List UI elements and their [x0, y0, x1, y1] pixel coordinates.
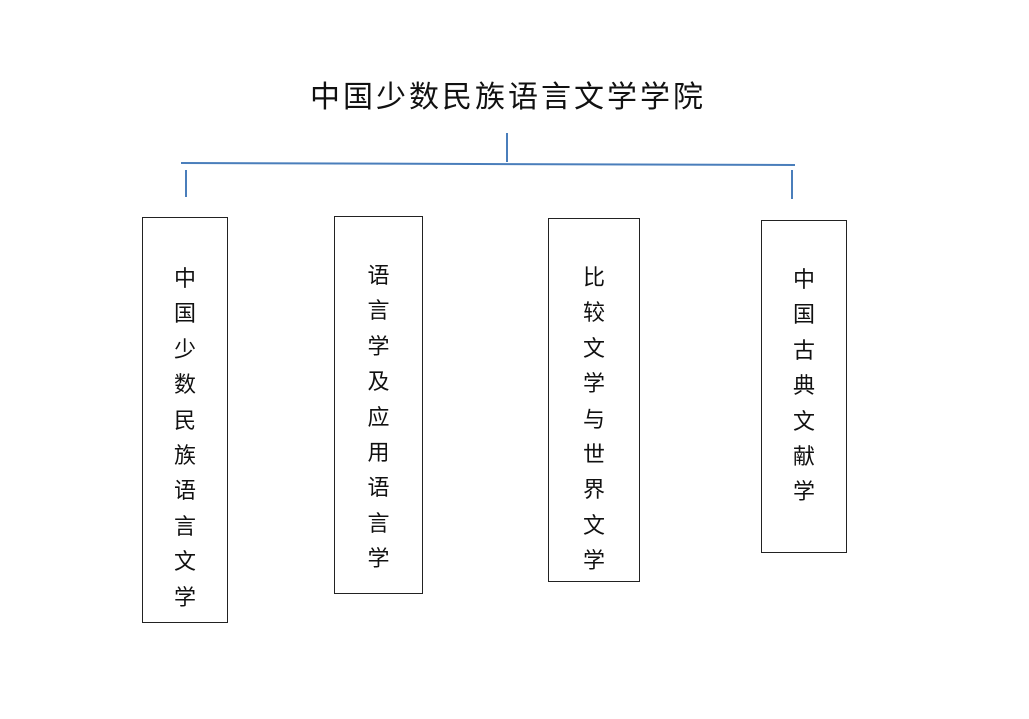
department-box-classical-philology: 中国古典文献学 — [761, 220, 847, 553]
department-label: 中国少数民族语言文学 — [173, 267, 196, 611]
department-box-linguistics: 语言学及应用语言学 — [334, 216, 423, 594]
department-label: 比较文学与世界文学 — [582, 266, 605, 575]
org-root-title: 中国少数民族语言文学学院 — [310, 80, 706, 115]
horizontal-bus-line — [180, 162, 796, 166]
department-label: 语言学及应用语言学 — [367, 264, 390, 573]
department-box-minority-languages: 中国少数民族语言文学 — [142, 217, 228, 623]
department-label: 中国古典文献学 — [792, 268, 815, 506]
department-box-comparative-literature: 比较文学与世界文学 — [548, 218, 640, 582]
